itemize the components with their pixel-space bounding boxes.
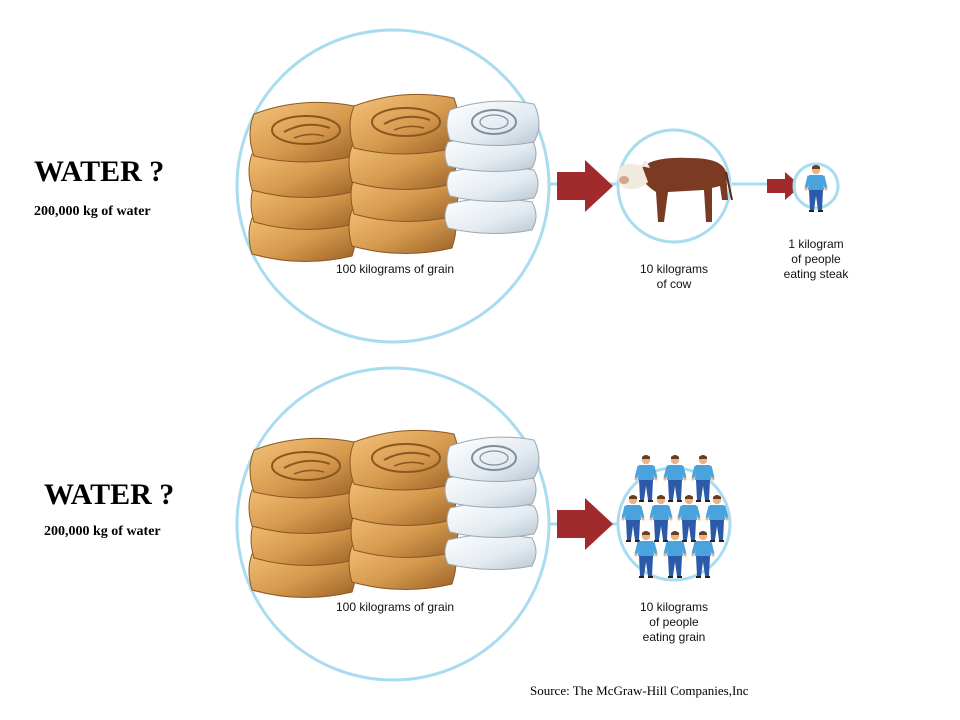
bottom-title: WATER ? — [44, 478, 175, 511]
cow-caption: 10 kilograms of cow — [622, 262, 726, 292]
source-credit: Source: The McGraw-Hill Companies,Inc — [530, 683, 749, 698]
grain-people-caption: 10 kilograms of people eating grain — [622, 600, 726, 645]
arrow-grain-to-cow — [557, 160, 613, 212]
top-grain-caption: 100 kilograms of grain — [335, 262, 455, 276]
grain-people-caption-line1: 10 kilograms — [639, 600, 709, 614]
arrow-cow-to-people — [767, 172, 801, 200]
cow-caption-line2: of cow — [656, 277, 692, 291]
grain-people-caption-line2: of people — [649, 615, 699, 629]
top-subtitle: 200,000 kg of water — [34, 204, 151, 219]
bottom-subtitle: 200,000 kg of water — [44, 524, 161, 539]
cow-illustration — [616, 157, 733, 222]
bottom-grain-caption: 100 kilograms of grain — [335, 600, 455, 614]
top-title: WATER ? — [34, 155, 165, 188]
steak-people-caption: 1 kilogram of people eating steak — [770, 237, 862, 282]
grain-people-caption-line3: eating grain — [642, 630, 706, 644]
steak-caption-line3: eating steak — [783, 267, 849, 281]
arrow-grain-to-people — [557, 498, 613, 550]
steak-caption-line1: 1 kilogram — [788, 237, 844, 251]
steak-caption-line2: of people — [791, 252, 841, 266]
cow-caption-line1: 10 kilograms — [639, 262, 709, 276]
